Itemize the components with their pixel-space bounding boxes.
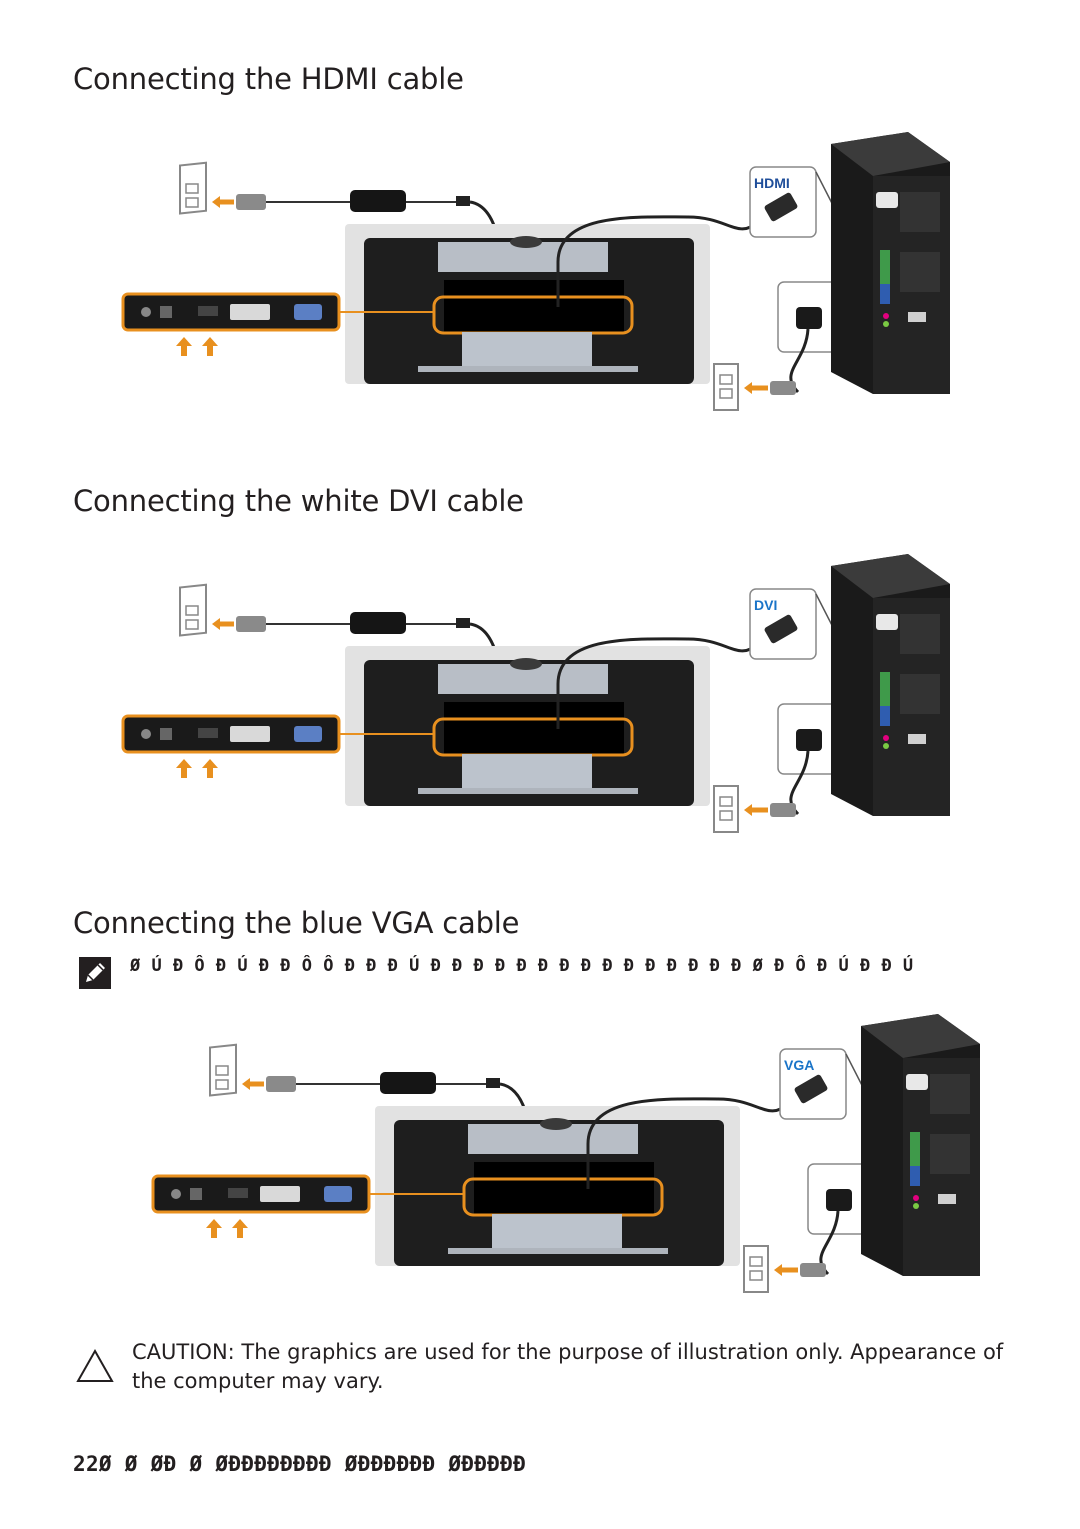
- power-adapter: [380, 1072, 436, 1094]
- caution-text: CAUTION: The graphics are used for the p…: [132, 1340, 1004, 1393]
- wall-outlet-icon: [713, 785, 739, 833]
- section-heading-vga: Connecting the blue VGA cable: [73, 906, 520, 940]
- computer-tower: [831, 554, 950, 816]
- cable-callout-label: HDMI: [754, 175, 790, 191]
- computer-tower: [831, 132, 950, 394]
- caution-triangle-icon: [76, 1348, 114, 1382]
- wall-outlet-icon: [743, 1245, 769, 1293]
- cable-callout-label: VGA: [784, 1057, 814, 1073]
- page-footer: 22Ø Ø ØÐ Ø ØÐÐÐÐÐÐÐÐ ØÐÐÐÐÐÐ ØÐÐÐÐÐ: [73, 1452, 527, 1476]
- note: Ø Ú Ð Ô Ð Ú Ð Ð Ô Ô Ð Ð Ð Ú Ð Ð Ð Ð Ð Ð …: [78, 952, 978, 992]
- wall-outlet-icon: [179, 161, 207, 215]
- hdmi-connection-diagram: HDMI: [118, 132, 953, 422]
- dvi-connection-diagram: DVI: [118, 554, 953, 844]
- wall-outlet-icon: [179, 583, 207, 637]
- power-adapter: [350, 612, 406, 634]
- wall-outlet-icon: [209, 1043, 237, 1097]
- cable-callout: DVI: [749, 588, 863, 685]
- cable-callout-label: DVI: [754, 597, 777, 613]
- power-adapter: [350, 190, 406, 212]
- vga-connection-diagram: VGA: [148, 1014, 983, 1304]
- section-heading-hdmi: Connecting the HDMI cable: [73, 62, 464, 96]
- wall-outlet-icon: [713, 363, 739, 411]
- computer-tower: [861, 1014, 980, 1276]
- note-text: Ø Ú Ð Ô Ð Ú Ð Ð Ô Ô Ð Ð Ð Ú Ð Ð Ð Ð Ð Ð …: [130, 956, 914, 976]
- note-pencil-icon: [79, 957, 111, 989]
- power-callout: [777, 703, 874, 816]
- section-heading-dvi: Connecting the white DVI cable: [73, 484, 524, 518]
- cable-callout: VGA: [779, 1048, 893, 1145]
